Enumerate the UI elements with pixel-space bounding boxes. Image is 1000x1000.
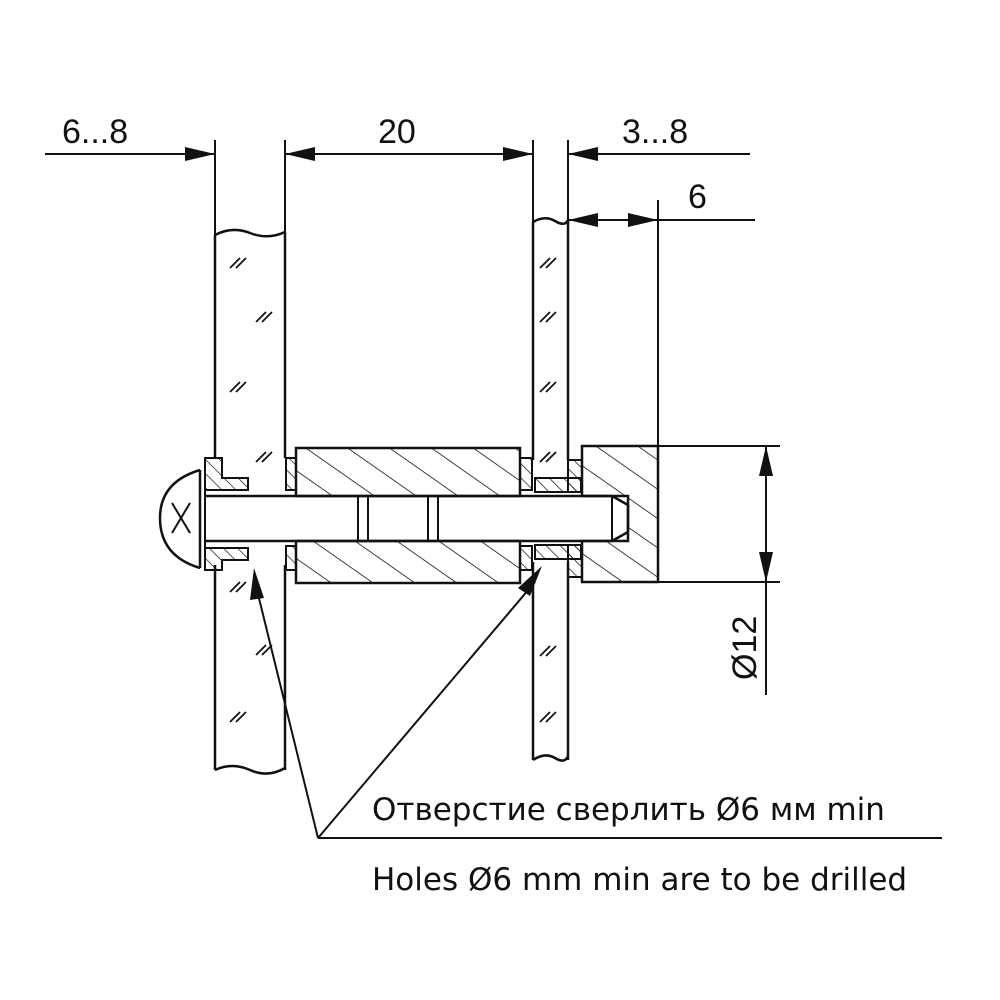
dimension-lines <box>45 140 780 695</box>
note-russian: Отверстие сверлить Ø6 мм min <box>372 792 885 828</box>
glass-marks-right <box>539 257 557 723</box>
dim-spacer-length: 20 <box>378 113 416 151</box>
dim-cap-diameter: Ø12 <box>726 616 764 680</box>
note-english: Holes Ø6 mm min are to be drilled <box>372 862 907 898</box>
spacer-tube <box>285 446 533 585</box>
dome-bolt-head <box>158 468 202 570</box>
dim-left-glass-offset: 6...8 <box>62 113 128 151</box>
dim-right-glass-thickness: 3...8 <box>622 113 688 151</box>
cap-nut <box>580 444 660 584</box>
bolt-shaft <box>205 494 630 543</box>
right-gasket <box>534 459 583 578</box>
leader-lines <box>250 566 942 839</box>
dim-cap-length: 6 <box>688 178 707 216</box>
right-glass-pane <box>531 217 570 762</box>
glass-marks-left <box>229 257 273 723</box>
left-gasket <box>204 457 249 571</box>
left-glass-pane <box>213 228 287 775</box>
